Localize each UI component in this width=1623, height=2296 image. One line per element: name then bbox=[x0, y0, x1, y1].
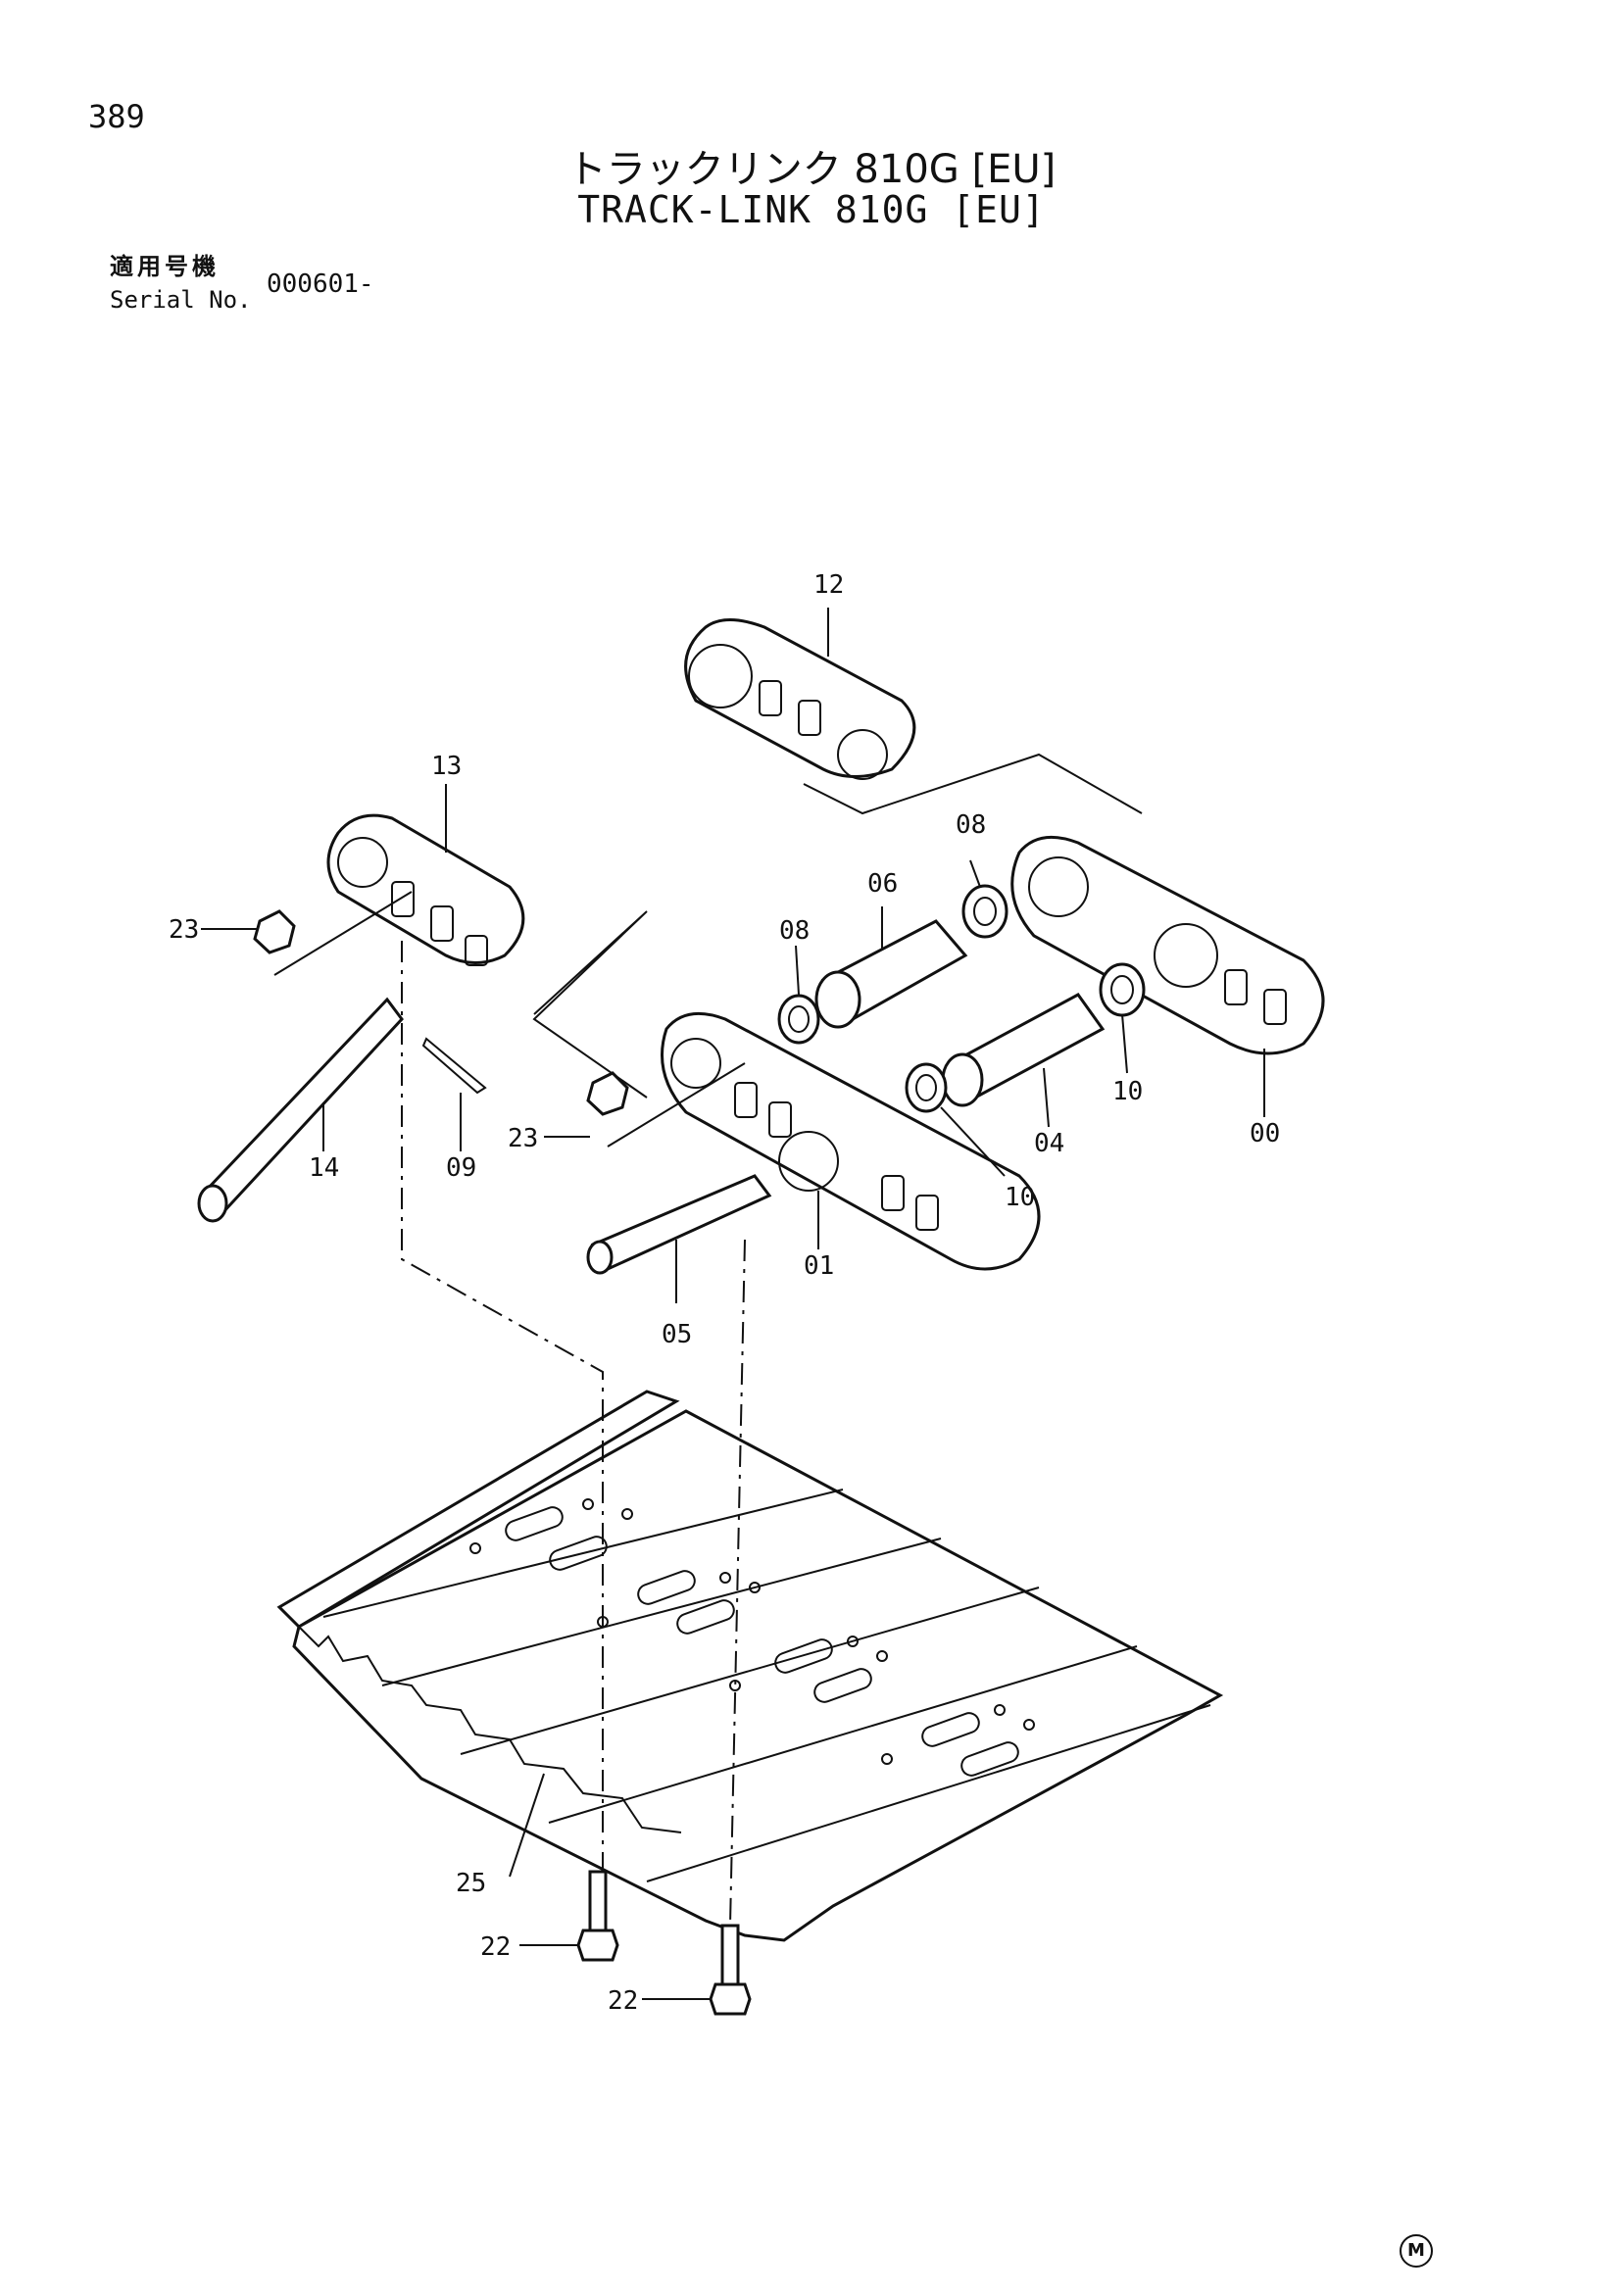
bushing-06 bbox=[814, 919, 968, 1029]
bolts-22 bbox=[576, 1870, 752, 2016]
track-link-13 bbox=[326, 813, 525, 966]
callout-01: 01 bbox=[804, 1251, 834, 1281]
leader-lines bbox=[201, 608, 1265, 2000]
callout-10-right: 10 bbox=[1112, 1077, 1143, 1106]
bushing-04 bbox=[941, 993, 1106, 1107]
title-japanese: トラックリンク 810G [EU] bbox=[566, 147, 1057, 192]
callout-06: 06 bbox=[867, 869, 898, 899]
track-shoe-plates bbox=[276, 1390, 1224, 1942]
callout-08-lower: 08 bbox=[779, 916, 810, 946]
callout-13: 13 bbox=[431, 752, 462, 781]
callout-numbers: 12 13 23 08 06 08 14 09 23 10 04 10 00 0… bbox=[169, 570, 1280, 2016]
callout-05: 05 bbox=[662, 1320, 692, 1349]
callout-10-left: 10 bbox=[1005, 1183, 1035, 1212]
pin-14 bbox=[197, 997, 404, 1223]
title-english: TRACK-LINK 810G [EU] bbox=[577, 188, 1046, 231]
serial-label: 適用号機 Serial No. bbox=[110, 250, 252, 317]
callout-25: 25 bbox=[456, 1869, 486, 1898]
page-number: 389 bbox=[88, 98, 145, 135]
shoe-slots bbox=[469, 1498, 1035, 1777]
callout-04: 04 bbox=[1034, 1129, 1064, 1158]
assembly-lines bbox=[273, 753, 1143, 1927]
callout-22-upper: 22 bbox=[480, 1932, 511, 1962]
callout-22-lower: 22 bbox=[608, 1986, 638, 2016]
callout-23-lower: 23 bbox=[508, 1124, 538, 1153]
callout-08-upper: 08 bbox=[956, 810, 986, 840]
callout-12: 12 bbox=[813, 570, 844, 600]
serial-label-en: Serial No. bbox=[110, 286, 252, 314]
track-link-01 bbox=[661, 1011, 1041, 1271]
serial-value: 000601- bbox=[267, 269, 374, 299]
track-link-00 bbox=[1010, 835, 1325, 1055]
callout-23-upper: 23 bbox=[169, 915, 199, 945]
serial-label-jp: 適用号機 bbox=[110, 253, 220, 280]
callout-14: 14 bbox=[309, 1153, 339, 1183]
seal-rings bbox=[777, 884, 1146, 1113]
pin-05 bbox=[586, 1174, 772, 1275]
track-link-12 bbox=[684, 618, 916, 780]
callout-00: 00 bbox=[1250, 1119, 1280, 1148]
callout-09: 09 bbox=[446, 1153, 476, 1183]
circled-m-mark: M bbox=[1400, 2234, 1433, 2268]
cotter-pin-09 bbox=[421, 1037, 487, 1095]
